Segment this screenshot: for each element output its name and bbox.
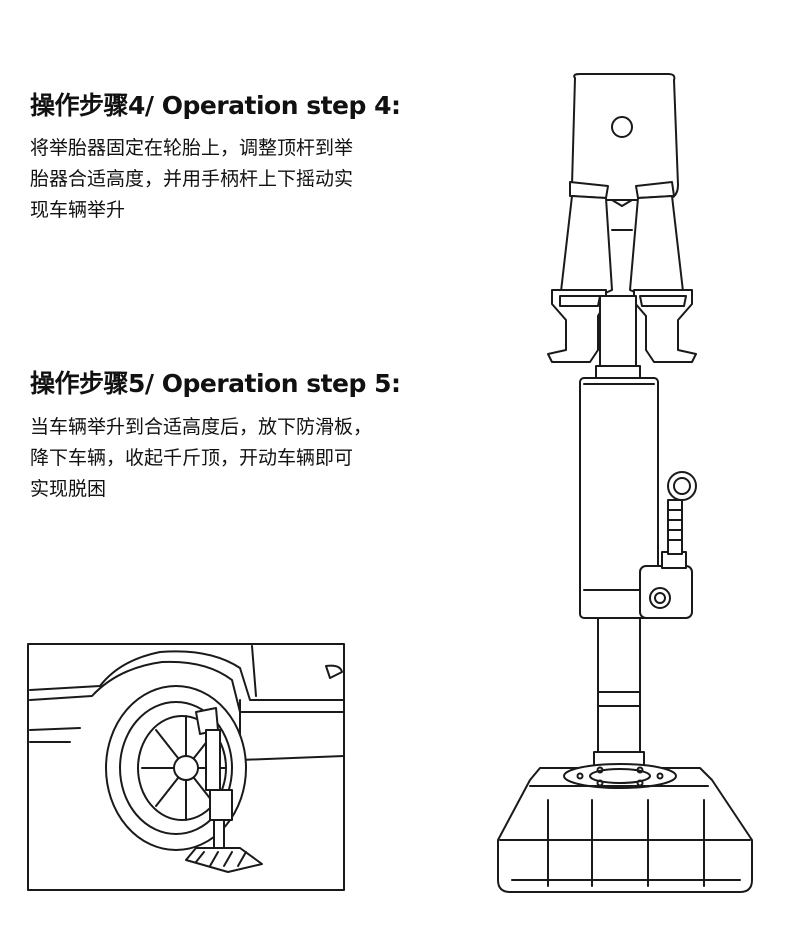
step-5-line-3: 实现脱困 xyxy=(30,478,107,500)
step-5-title: 操作步骤5/ Operation step 5: xyxy=(30,369,401,398)
main-cylinder xyxy=(579,377,697,619)
step-5-line-1: 当车辆举升到合适高度后，放下防滑板， xyxy=(30,416,373,438)
lower-ram xyxy=(593,617,645,769)
straps xyxy=(559,181,685,301)
step-4-description: 将举胎器固定在轮胎上，调整顶杆到举 胎器合适高度，并用手柄杆上下摇动实 现车辆举… xyxy=(30,133,460,226)
step-4-line-3: 现车辆举升 xyxy=(30,199,126,221)
upper-ram xyxy=(595,295,641,379)
step-4-title: 操作步骤4/ Operation step 4: xyxy=(30,91,401,120)
jack-mini xyxy=(185,707,263,873)
car-scene-illustration xyxy=(27,643,345,891)
jack-illustration xyxy=(497,73,753,893)
step-4-line-2: 胎器合适高度，并用手柄杆上下摇动实 xyxy=(30,168,354,190)
jack-base xyxy=(497,763,753,893)
step-5-description: 当车辆举升到合适高度后，放下防滑板， 降下车辆，收起千斤顶，开动车辆即可 实现脱… xyxy=(30,412,460,505)
hooks xyxy=(547,289,697,363)
step-4-line-1: 将举胎器固定在轮胎上，调整顶杆到举 xyxy=(30,137,354,159)
lifting-plate xyxy=(571,73,679,201)
step-5-line-2: 降下车辆，收起千斤顶，开动车辆即可 xyxy=(30,447,354,469)
